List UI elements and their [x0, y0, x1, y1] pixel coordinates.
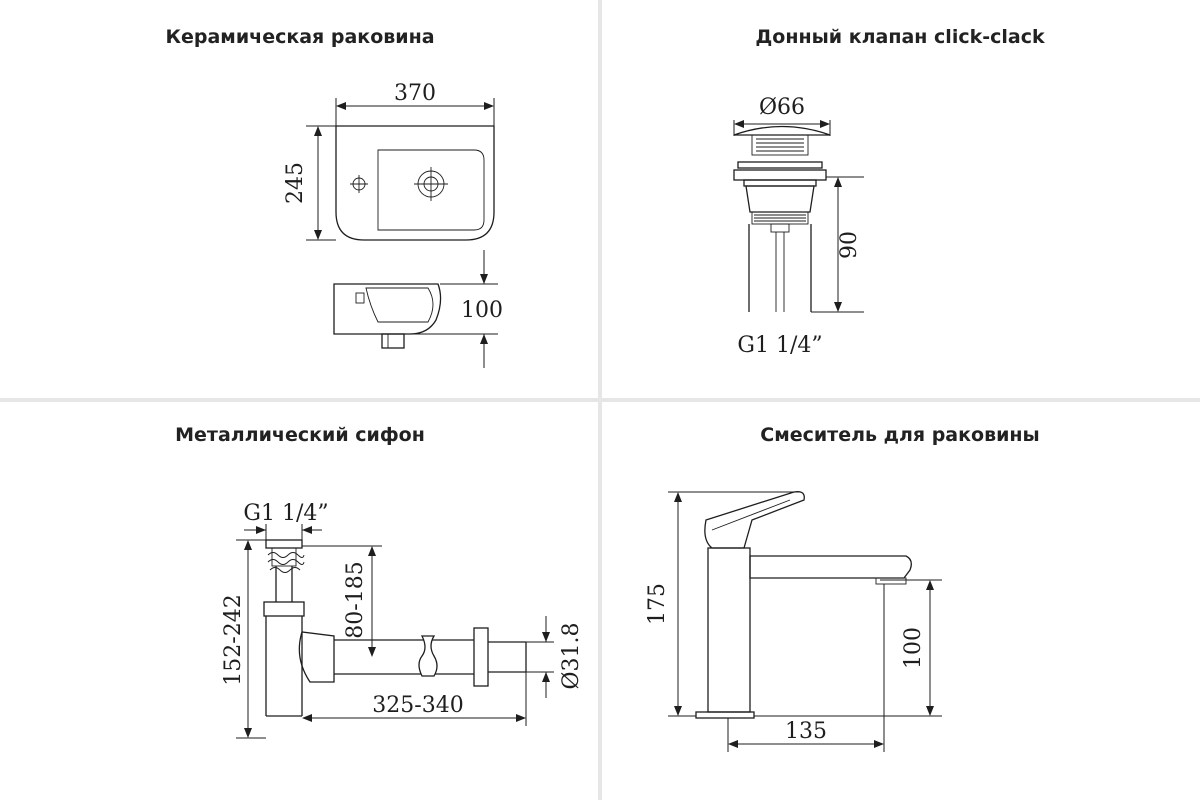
sink-width-dimension: 370: [335, 81, 495, 126]
siphon-thread-label: G1 1/4”: [243, 501, 328, 526]
valve-height-label: 90: [837, 231, 862, 259]
siphon-outlet-height-label: 80-185: [343, 561, 368, 638]
faucet-height-label: 175: [645, 583, 670, 625]
siphon-panel-title: Металлический сифон: [175, 424, 425, 446]
siphon-thread-dimension: G1 1/4”: [243, 501, 329, 540]
faucet-drawing: [695, 491, 912, 719]
horizontal-divider: [0, 398, 1200, 402]
valve-diameter-dimension: Ø66: [733, 95, 831, 136]
valve-thread-label: G1 1/4”: [737, 333, 822, 358]
sink-height-label: 100: [461, 298, 503, 323]
sink-panel-title: Керамическая раковина: [165, 26, 435, 48]
siphon-length-label: 325-340: [372, 693, 463, 718]
sink-height-dimension: 100: [412, 250, 503, 368]
faucet-spout-height-label: 100: [901, 627, 926, 669]
valve-drawing: [733, 125, 831, 312]
faucet-panel-title: Смеситель для раковины: [760, 424, 1040, 446]
faucet-reach-label: 135: [785, 719, 827, 744]
siphon-drawing: [263, 539, 527, 717]
siphon-pipe-diameter-label: Ø31.8: [559, 622, 584, 689]
siphon-total-height-label: 152-242: [221, 594, 246, 685]
valve-diameter-label: Ø66: [759, 95, 805, 120]
sink-side-view: [333, 283, 442, 349]
valve-height-dimension: 90: [811, 176, 864, 313]
faucet-spout-height-dimension: 100: [754, 579, 942, 717]
sink-top-view: [335, 125, 495, 241]
faucet-height-dimension: 175: [645, 491, 800, 717]
siphon-pipe-diameter-dimension: Ø31.8: [526, 616, 584, 698]
siphon-length-dimension: 325-340: [302, 672, 527, 726]
sink-depth-label: 245: [283, 162, 308, 204]
valve-panel-title: Донный клапан click-clack: [755, 26, 1045, 48]
siphon-total-height-dimension: 152-242: [221, 539, 266, 739]
faucet-reach-dimension: 135: [727, 584, 885, 752]
siphon-outlet-height-dimension: 80-185: [302, 545, 382, 657]
sink-depth-dimension: 245: [283, 125, 336, 241]
sink-width-label: 370: [394, 81, 436, 106]
